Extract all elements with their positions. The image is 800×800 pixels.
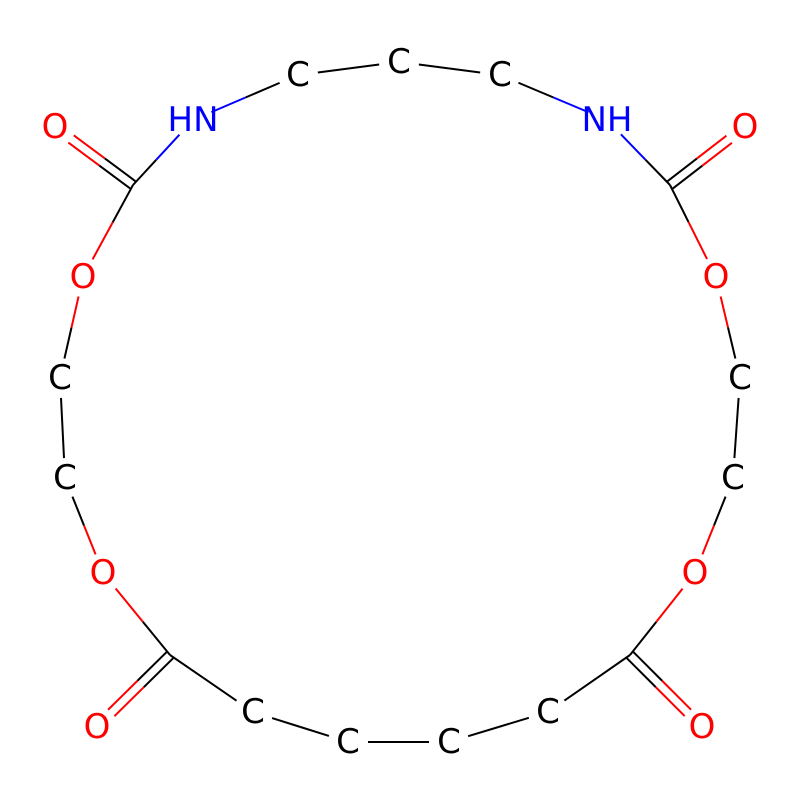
bond-segment <box>498 716 530 728</box>
atom-c: C <box>721 458 745 498</box>
atom-c: C <box>437 722 461 762</box>
bond-segment <box>701 142 733 167</box>
bond-segment <box>348 63 380 70</box>
bond-segment <box>136 651 168 682</box>
bond-segment <box>518 81 554 99</box>
bond-segment <box>661 680 692 711</box>
bond-segment <box>713 496 727 526</box>
bond-segment <box>629 621 658 656</box>
atoms: C C C NH O O C C O O C C C C O O C C O O HN <box>42 42 759 762</box>
bond-segment <box>114 587 144 623</box>
bond-segment <box>666 157 698 183</box>
bond-segment <box>644 158 671 186</box>
bond-segment <box>98 164 131 190</box>
bond-segment <box>111 184 134 223</box>
bond-segment <box>271 717 301 728</box>
bond-segment <box>596 654 631 679</box>
bond-segment <box>169 654 204 679</box>
bond-segment <box>70 296 80 328</box>
bond-segment <box>107 680 139 711</box>
bond-segment <box>113 686 145 717</box>
atom-o: O <box>90 553 117 593</box>
atom-c: C <box>387 42 411 82</box>
bond-segment <box>61 427 66 459</box>
atom-c: C <box>536 692 560 732</box>
bond-segment <box>701 525 715 555</box>
bond-segment <box>83 525 97 555</box>
bond-segment <box>626 657 657 688</box>
atom-n: HN <box>168 100 219 140</box>
bond-segment <box>553 96 589 114</box>
bond-segment <box>735 397 740 429</box>
bond-segment <box>60 397 64 429</box>
bond-segment <box>63 327 73 359</box>
atom-c: C <box>53 458 77 498</box>
bond-segment <box>132 159 157 186</box>
bond-segment <box>620 133 647 161</box>
bonds <box>60 63 740 743</box>
bond-segment <box>467 726 499 738</box>
bond-segment <box>449 67 481 74</box>
atom-c: C <box>286 55 310 95</box>
atom-o: O <box>70 257 97 297</box>
bond-segment <box>655 686 686 717</box>
bond-segment <box>655 588 684 623</box>
bond-segment <box>687 221 708 260</box>
bond-segment <box>727 327 737 359</box>
bond-segment <box>719 296 729 328</box>
bond-segment <box>73 134 106 160</box>
atom-o: O <box>689 707 716 747</box>
bond-segment <box>91 221 114 260</box>
bond-segment <box>418 63 450 70</box>
atom-n: NH <box>582 100 633 140</box>
atom-c: C <box>728 358 752 398</box>
bond-segment <box>733 427 738 459</box>
bond-segment <box>143 657 174 688</box>
atom-o: O <box>42 107 69 147</box>
atom-c: C <box>488 55 512 95</box>
bond-segment <box>563 676 598 702</box>
bond-segment <box>210 96 246 114</box>
atom-c: C <box>48 358 72 398</box>
bond-segment <box>155 134 181 161</box>
bond-segment <box>669 184 690 223</box>
bond-segment <box>245 81 281 99</box>
bond-segment <box>104 157 137 183</box>
atom-o: O <box>682 553 709 593</box>
bond-segment <box>696 134 728 160</box>
atom-c: C <box>336 722 360 762</box>
bond-segment <box>300 726 330 737</box>
atom-c: C <box>241 692 265 732</box>
bond-segment <box>632 651 663 682</box>
bond-segment <box>67 141 100 167</box>
atom-o: O <box>703 257 730 297</box>
bond-segment <box>71 496 85 526</box>
atom-o: O <box>84 707 111 747</box>
bond-segment <box>142 621 171 656</box>
bond-segment <box>202 677 238 702</box>
bond-segment <box>672 164 703 190</box>
atom-o: O <box>732 107 759 147</box>
bond-segment <box>317 67 349 74</box>
